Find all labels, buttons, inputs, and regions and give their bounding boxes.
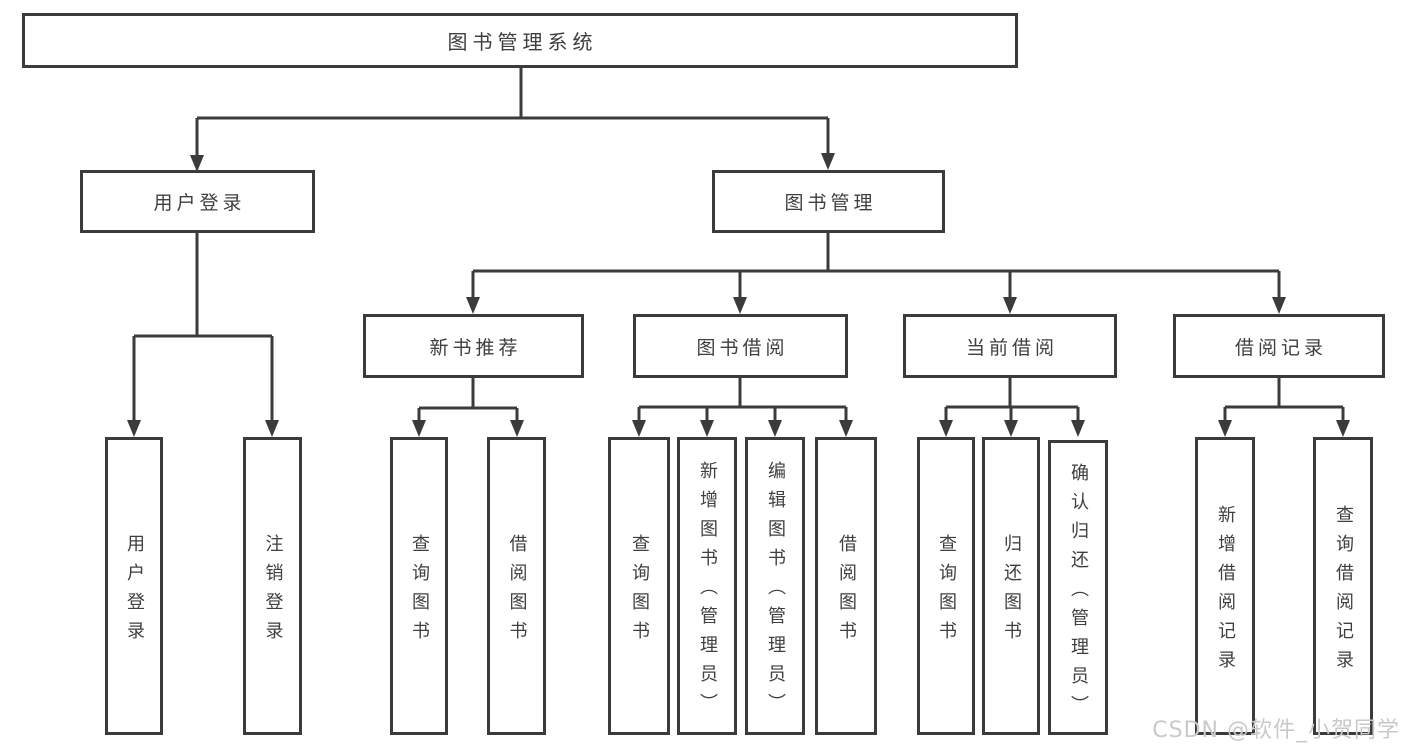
node-book-management-label: 图书管理 xyxy=(784,192,877,214)
node-new-book-recommend-label: 新书推荐 xyxy=(429,336,522,359)
leaf-confirm-return-admin-label: 确认归还（管理员） xyxy=(1068,462,1089,724)
leaf-recommend-borrow-books-label: 借阅图书 xyxy=(506,533,528,650)
leaf-user-login-label: 用户登录 xyxy=(124,533,145,650)
node-borrow-records-label: 借阅记录 xyxy=(1234,336,1327,359)
node-root: 图书管理系统 xyxy=(22,13,1018,68)
leaf-borrow-books-label: 借阅图书 xyxy=(836,533,857,650)
leaf-current-query-books-label: 查询图书 xyxy=(936,533,957,650)
connector-book-management-children xyxy=(466,233,1286,314)
leaf-logout: 注销登录 xyxy=(243,437,302,735)
node-root-label: 图书管理系统 xyxy=(447,30,598,54)
connector-new-book-children xyxy=(412,378,524,437)
leaf-recommend-query-books-label: 查询图书 xyxy=(409,533,430,650)
leaf-recommend-borrow-books: 借阅图书 xyxy=(487,437,546,735)
node-current-borrow: 当前借阅 xyxy=(903,314,1117,378)
leaf-borrow-query-books-label: 查询图书 xyxy=(629,533,650,650)
leaf-query-borrow-record: 查询借阅记录 xyxy=(1313,437,1373,735)
watermark-text: CSDN @软件_小贺同学 xyxy=(1152,718,1400,743)
node-book-management: 图书管理 xyxy=(712,170,945,233)
leaf-edit-books-admin: 编辑图书（管理员） xyxy=(745,437,805,735)
node-book-borrow: 图书借阅 xyxy=(633,314,848,378)
leaf-add-books-admin-label: 新增图书（管理员） xyxy=(697,461,718,722)
node-book-borrow-label: 图书借阅 xyxy=(696,336,789,359)
node-user-login-label: 用户登录 xyxy=(153,192,246,214)
connector-current-borrow-children xyxy=(939,378,1085,437)
leaf-add-borrow-record-label: 新增借阅记录 xyxy=(1215,504,1236,679)
connector-user-login-children xyxy=(127,233,279,437)
leaf-query-borrow-record-label: 查询借阅记录 xyxy=(1333,504,1354,679)
leaf-add-books-admin: 新增图书（管理员） xyxy=(677,437,737,735)
leaf-edit-books-admin-label: 编辑图书（管理员） xyxy=(765,461,786,722)
connector-root-to-level2 xyxy=(190,68,835,172)
leaf-logout-label: 注销登录 xyxy=(262,533,284,650)
node-borrow-records: 借阅记录 xyxy=(1173,314,1385,378)
leaf-return-books: 归还图书 xyxy=(982,437,1040,735)
leaf-recommend-query-books: 查询图书 xyxy=(390,437,448,735)
leaf-borrow-query-books: 查询图书 xyxy=(608,437,670,735)
leaf-return-books-label: 归还图书 xyxy=(1001,533,1022,650)
connector-book-borrow-children xyxy=(632,378,853,437)
node-current-borrow-label: 当前借阅 xyxy=(965,336,1058,359)
node-new-book-recommend: 新书推荐 xyxy=(363,314,584,378)
connector-borrow-records-children xyxy=(1218,378,1350,437)
leaf-borrow-books: 借阅图书 xyxy=(815,437,877,735)
leaf-user-login: 用户登录 xyxy=(105,437,163,735)
leaf-current-query-books: 查询图书 xyxy=(917,437,975,735)
leaf-confirm-return-admin: 确认归还（管理员） xyxy=(1048,440,1108,735)
node-user-login: 用户登录 xyxy=(80,170,315,233)
leaf-add-borrow-record: 新增借阅记录 xyxy=(1195,437,1255,735)
